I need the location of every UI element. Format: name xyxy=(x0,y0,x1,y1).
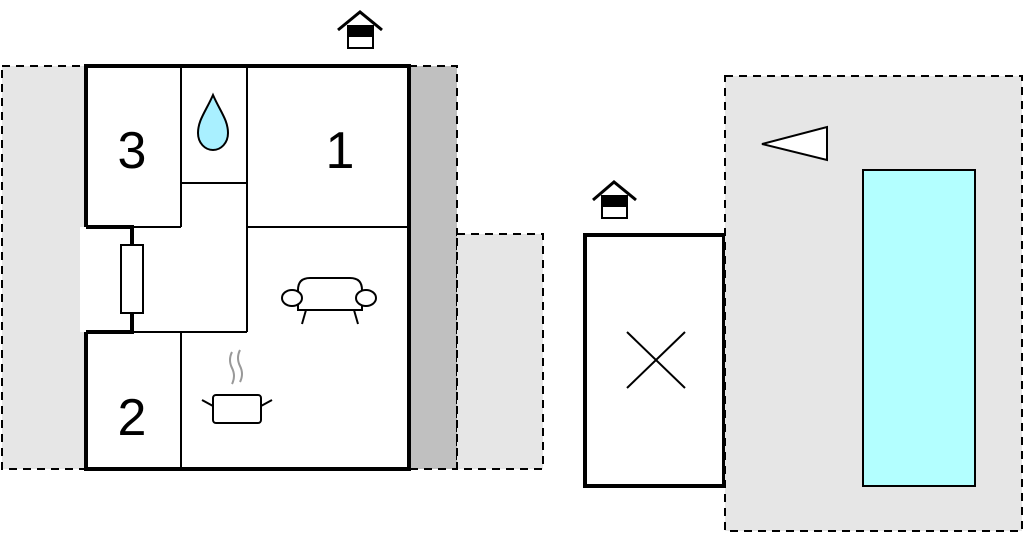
swimming-pool xyxy=(862,169,976,487)
sofa-icon xyxy=(281,277,377,325)
terrace-left xyxy=(1,65,89,470)
interior-walls xyxy=(132,66,409,469)
entrance-door xyxy=(120,244,144,314)
house-entrance-icon xyxy=(337,10,383,49)
cross-icon xyxy=(626,331,686,389)
room-label-2: 2 xyxy=(118,389,147,447)
room-label-3: 3 xyxy=(118,122,147,180)
annex-entrance-icon xyxy=(592,180,637,219)
triangle-icon xyxy=(761,125,828,162)
covered-terrace-strip xyxy=(408,65,458,470)
room-label-1: 1 xyxy=(326,122,355,180)
cooking-pot-icon xyxy=(201,349,273,424)
terrace-right xyxy=(456,233,544,470)
water-drop-icon xyxy=(196,92,230,152)
